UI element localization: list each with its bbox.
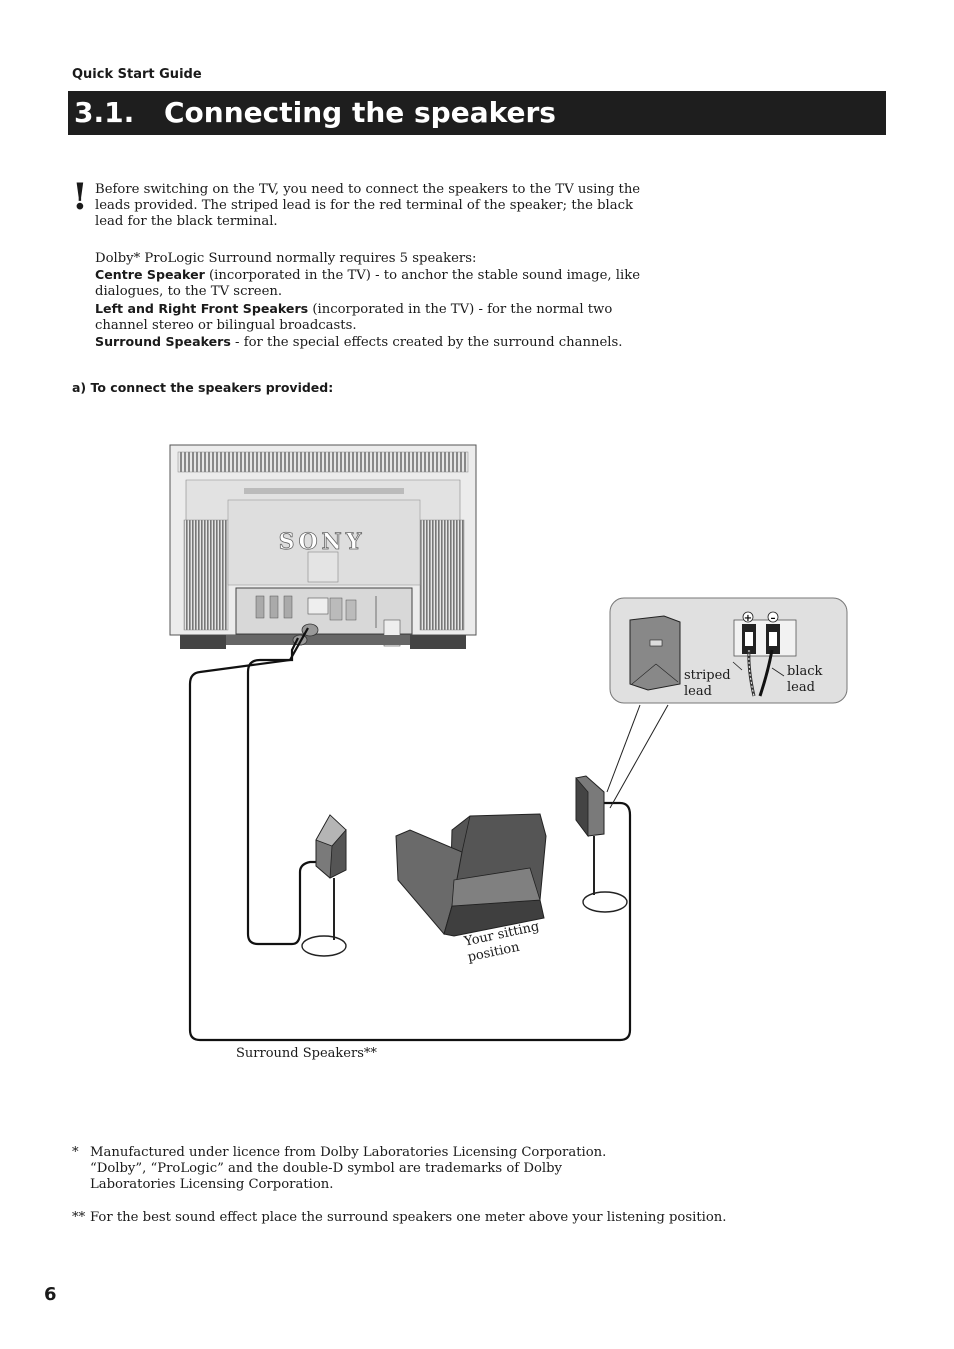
minus-symbol: – <box>771 613 776 624</box>
centre-speaker-desc: (incorporated in the TV) - to anchor the… <box>95 268 641 300</box>
plus-symbol: + <box>744 613 752 624</box>
running-head: Quick Start Guide <box>72 67 202 82</box>
dolby-lead: Dolby* ProLogic Surround normally requir… <box>95 251 477 266</box>
section-number: 3.1. <box>74 96 135 129</box>
speaker-connection-diagram: SONY <box>169 444 848 1042</box>
armchair <box>395 813 547 937</box>
front-speakers-desc: (incorporated in the TV) - for the norma… <box>95 301 613 333</box>
left-surround-speaker <box>301 814 347 957</box>
intro-paragraph: Before switching on the TV, you need to … <box>95 182 641 230</box>
surround-speakers-label: Surround Speakers** <box>236 1046 377 1061</box>
footnote-mark: * <box>72 1145 79 1160</box>
surround-speakers-desc: - for the special effects created by the… <box>230 335 623 351</box>
minus-icon <box>767 611 779 623</box>
terminal-inset: + – <box>609 597 848 704</box>
page-number: 6 <box>44 1284 57 1305</box>
warning-icon: ! <box>72 176 88 218</box>
step-a-heading: a) To connect the speakers provided: <box>72 380 334 395</box>
footnote-text: For the best sound effect place the surr… <box>90 1210 727 1225</box>
footnote-text: Manufactured under licence from Dolby La… <box>90 1145 607 1193</box>
dolby-paragraph: Dolby* ProLogic Surround normally requir… <box>95 251 665 351</box>
plus-icon <box>742 611 754 623</box>
front-speakers-term: Left and Right Front Speakers <box>95 300 309 316</box>
right-surround-speaker <box>575 704 669 913</box>
surround-speakers-term: Surround Speakers <box>95 334 231 350</box>
footnote-mark: ** <box>72 1210 86 1225</box>
centre-speaker-term: Centre Speaker <box>95 267 205 283</box>
section-title: Connecting the speakers <box>164 96 556 129</box>
tv-rear: SONY <box>169 444 477 649</box>
speaker-cables <box>188 627 632 1042</box>
striped-lead-label: striped lead <box>684 668 731 699</box>
sony-logo: SONY <box>279 529 366 555</box>
black-lead-label: black lead <box>787 664 823 695</box>
section-title-bar: 3.1. Connecting the speakers <box>68 91 886 135</box>
